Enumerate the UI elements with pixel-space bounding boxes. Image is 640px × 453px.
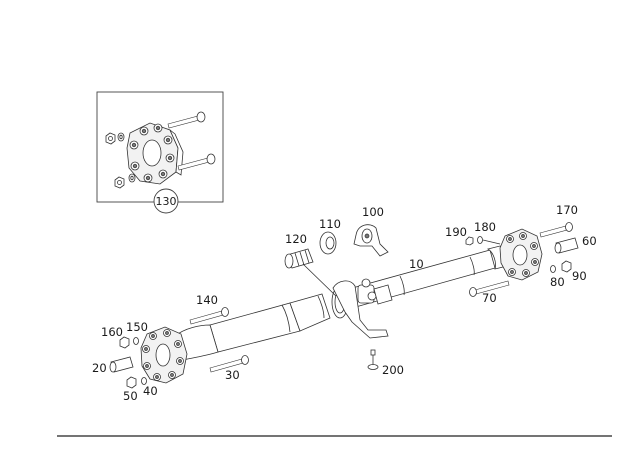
screw-icon: [367, 349, 379, 370]
washer-icon: [117, 132, 125, 142]
label-70: 70: [482, 291, 497, 305]
label-10: 10: [409, 257, 424, 271]
label-140: 140: [196, 293, 218, 307]
callout-130: 130: [153, 188, 179, 214]
label-40: 40: [143, 384, 158, 398]
bolt-icon: [469, 280, 510, 297]
bolt-icon: [189, 307, 229, 325]
inset-flex-disc-detail: 130: [96, 91, 224, 214]
nut-icon: [561, 260, 572, 273]
nut-icon: [119, 336, 130, 349]
bolt-icon: [209, 355, 249, 373]
label-80: 80: [550, 275, 565, 289]
flex-disc-icon: [126, 122, 184, 185]
label-160: 160: [101, 325, 123, 339]
label-60: 60: [582, 234, 597, 248]
nut-icon: [105, 132, 116, 145]
sleeve-icon: [554, 237, 579, 254]
washer-icon: [141, 377, 147, 385]
nut-icon: [114, 176, 125, 189]
bolt-icon: [167, 111, 206, 129]
bolt-icon: [539, 222, 573, 238]
label-180: 180: [474, 220, 496, 234]
label-100: 100: [362, 205, 384, 219]
svg-text:130: 130: [156, 195, 177, 208]
label-110: 110: [319, 217, 341, 231]
washer-icon: [128, 173, 136, 183]
label-20: 20: [92, 361, 107, 375]
part-labels: 10 20 30 40 50 60 70 80 90 100 110 120 1…: [92, 203, 597, 403]
center-bearing-mount-icon: [353, 224, 389, 257]
label-170: 170: [556, 203, 578, 217]
nut-icon: [126, 376, 137, 389]
bolt-icon: [177, 153, 216, 171]
rear-flex-disc-icon: [499, 228, 543, 281]
washer-icon: [550, 265, 556, 273]
washer-icon: [477, 236, 501, 245]
sleeve-icon: [109, 356, 134, 373]
nut-icon: [465, 236, 474, 246]
label-50: 50: [123, 389, 138, 403]
label-30: 30: [225, 368, 240, 382]
label-90: 90: [572, 269, 587, 283]
label-190: 190: [445, 225, 467, 239]
front-flex-disc-icon: [140, 326, 188, 384]
label-150: 150: [126, 320, 148, 334]
washer-icon: [133, 337, 139, 345]
propeller-shaft: [140, 228, 543, 384]
boot-icon: [284, 248, 337, 297]
label-120: 120: [285, 232, 307, 246]
label-200: 200: [382, 363, 404, 377]
center-bearing-support: [331, 278, 393, 339]
bearing-icon: [319, 231, 337, 255]
